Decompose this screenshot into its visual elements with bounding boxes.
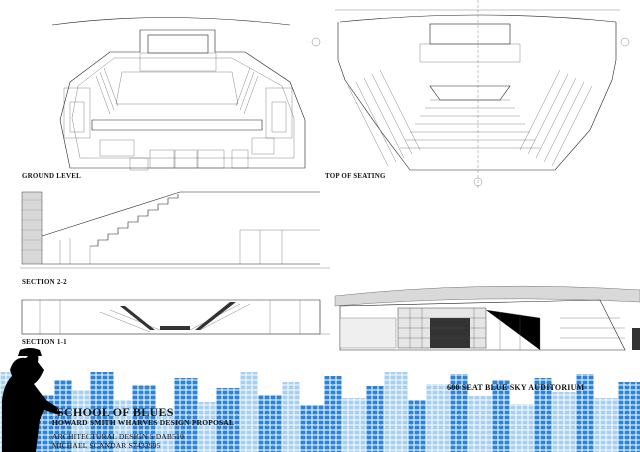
- top-of-seating-label: TOP OF SEATING: [325, 172, 386, 180]
- project-title: 600 SEAT BLUE SKY AUDITORIUM: [447, 383, 585, 392]
- poster-subtitle: HOWARD SMITH WHARVES DESIGN PROPOSAL: [52, 418, 235, 427]
- course-line: ARCHITECTURAL DESIGN 5 DAB510: [52, 432, 184, 441]
- ground-level-label: GROUND LEVEL: [22, 172, 81, 180]
- poster-title: SCHOOL OF BLUES: [57, 405, 174, 419]
- section-1-1-label: SECTION 1-1: [22, 338, 67, 346]
- section-2-2-label: SECTION 2-2: [22, 278, 67, 286]
- author-line: MICHAEL SCANDAR S7433995: [52, 441, 161, 450]
